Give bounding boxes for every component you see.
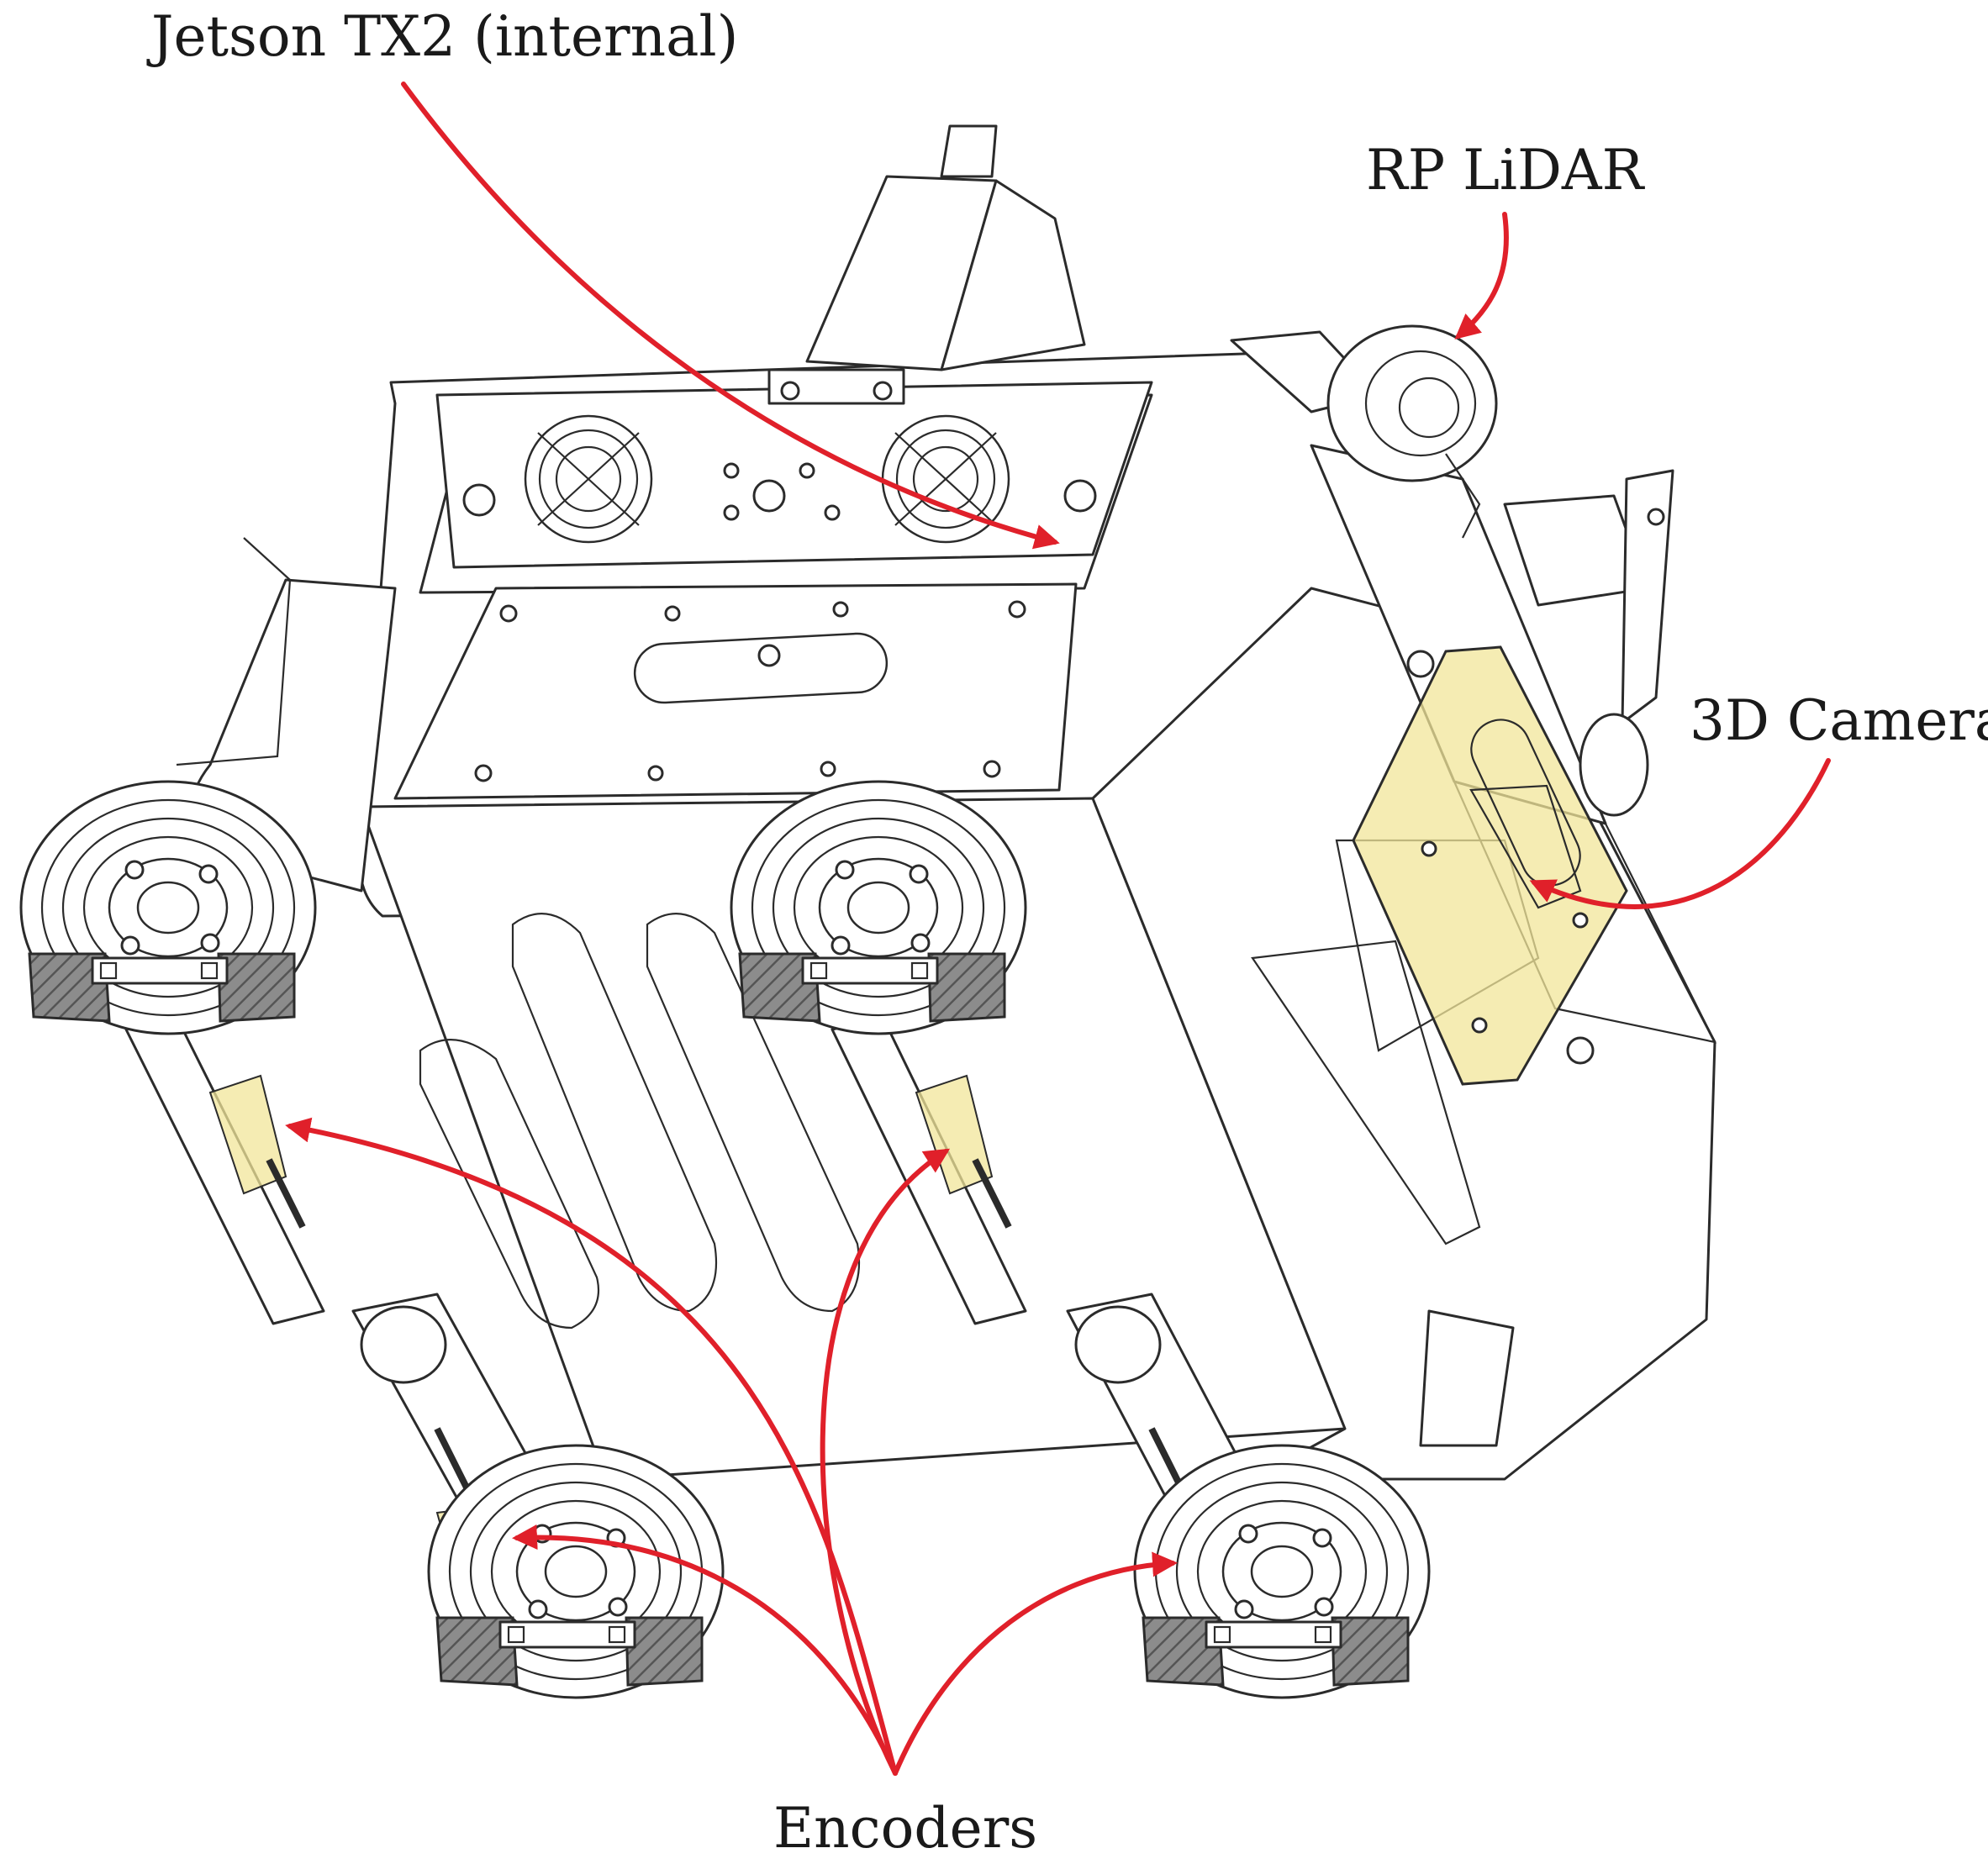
encoders-label: Encoders — [773, 1796, 1037, 1861]
rear-right-wheel — [1133, 1444, 1431, 1699]
lidar-arrow — [1454, 212, 1509, 340]
side-bracket — [1503, 469, 1674, 817]
rear-left-wheel — [427, 1444, 725, 1699]
jetson-label: Jetson TX2 (internal) — [146, 4, 738, 69]
robot-chassis — [176, 351, 1717, 1481]
annotation-arrows — [285, 82, 1831, 1776]
encoder-arrow-1 — [285, 1117, 898, 1776]
3d-camera — [1352, 645, 1628, 1086]
encoder-arrow-2 — [820, 1148, 951, 1776]
front-right-wheel — [730, 780, 1027, 1035]
lidar-label: RP LiDAR — [1366, 138, 1646, 203]
encoder-arrow-3 — [512, 1524, 898, 1776]
fan-panel — [435, 381, 1153, 569]
jetson-arrow — [401, 82, 1060, 550]
front-left-wheel — [19, 780, 317, 1035]
encoder-arrow-4 — [893, 1551, 1178, 1776]
rear-bracket — [767, 124, 1086, 405]
camera-arrow — [1529, 758, 1831, 909]
camera-label: 3D Camera — [1690, 688, 1988, 753]
front-left-leg — [124, 1015, 325, 1325]
rp-lidar — [1230, 324, 1498, 539]
